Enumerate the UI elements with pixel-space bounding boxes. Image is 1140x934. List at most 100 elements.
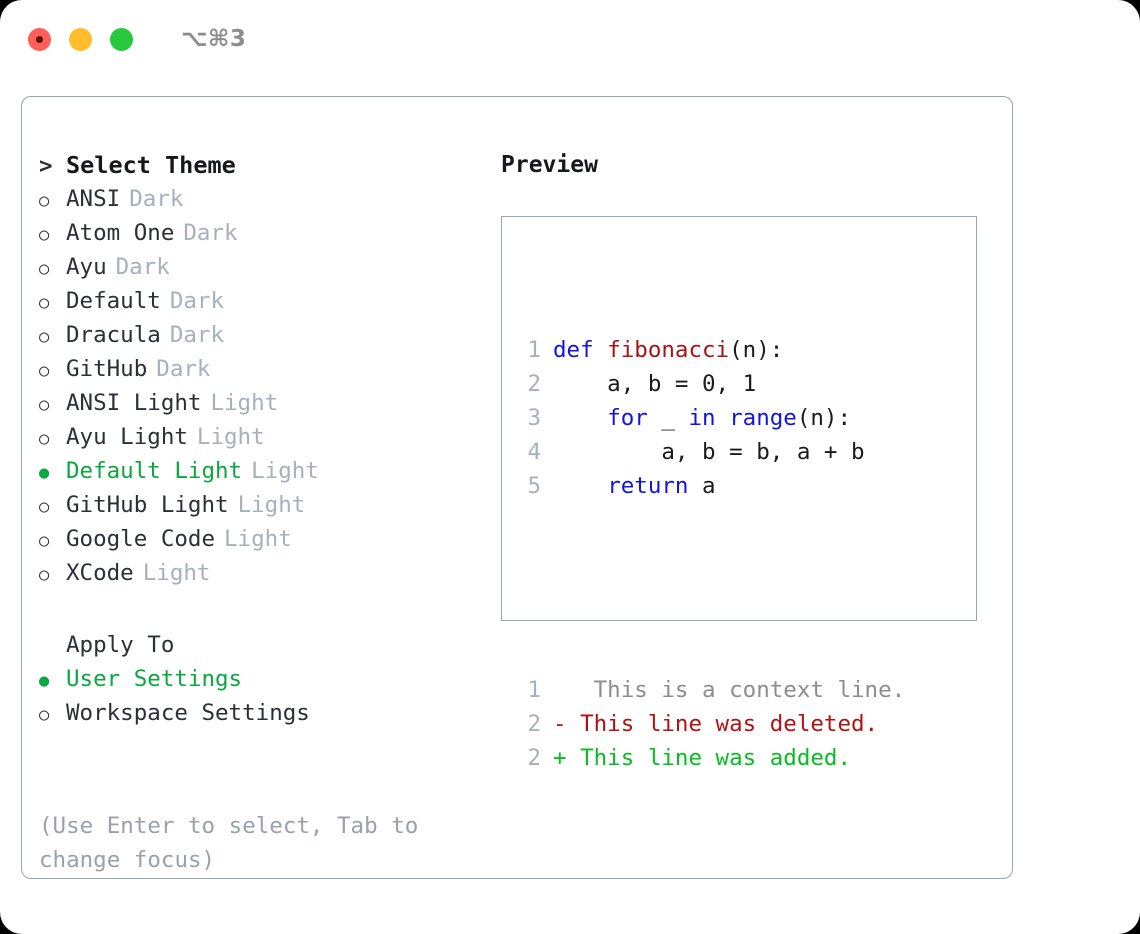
theme-item-tag: Dark xyxy=(129,186,184,212)
theme-item-tag: Dark xyxy=(169,288,225,314)
apply-to-item-label: User Settings xyxy=(66,666,243,692)
radio-unselected-icon xyxy=(39,352,66,388)
diff-sign: - xyxy=(553,711,567,737)
theme-item-label: GitHub xyxy=(66,356,148,382)
theme-item-label: Default xyxy=(66,288,161,314)
code-line-text: for _ in range(n): xyxy=(553,401,851,435)
line-number: 5 xyxy=(527,473,541,499)
theme-selection-column: Select Theme ANSIDarkAtom OneDarkAyuDark… xyxy=(39,148,479,730)
theme-item-tag: Dark xyxy=(115,254,170,280)
theme-item-tag: Dark xyxy=(156,356,211,382)
keyboard-shortcut-label: ⌥⌘3 xyxy=(181,26,247,52)
code-token: range xyxy=(729,405,797,431)
diff-sign xyxy=(553,673,567,707)
theme-item-label: Ayu Light xyxy=(66,424,188,450)
code-token: return xyxy=(607,473,689,499)
code-line: 3 for _ in range(n): xyxy=(515,401,905,435)
radio-unselected-icon xyxy=(39,556,66,592)
theme-item-label: Atom One xyxy=(66,220,175,246)
radio-unselected-icon xyxy=(39,420,66,456)
theme-item-tag: Light xyxy=(237,492,306,518)
code-token: (n): xyxy=(796,405,852,431)
code-token: (n): xyxy=(729,337,784,363)
theme-item-label: Google Code xyxy=(66,526,216,552)
radio-unselected-icon xyxy=(39,216,66,252)
apply-to-list: User SettingsWorkspace Settings xyxy=(39,662,479,730)
theme-item-label: ANSI xyxy=(66,186,121,212)
select-theme-heading-label: Select Theme xyxy=(66,151,236,179)
theme-item[interactable]: GitHub Light Light xyxy=(39,488,479,522)
radio-unselected-icon xyxy=(39,182,66,218)
title-bar: ⌥⌘3 xyxy=(0,0,1140,78)
theme-item[interactable]: Ayu Light Light xyxy=(39,420,479,454)
diff-block: 1 This is a context line.2- This line wa… xyxy=(515,673,905,775)
theme-item[interactable]: ANSI Dark xyxy=(39,182,479,216)
diff-line-text: This is a context line. xyxy=(566,677,906,703)
apply-to-heading: Apply To xyxy=(39,628,479,662)
line-number: 3 xyxy=(527,405,541,431)
code-line-text: return a xyxy=(553,469,715,503)
theme-item-tag: Dark xyxy=(169,322,225,348)
code-token: fibonacci xyxy=(607,337,730,363)
code-token xyxy=(553,405,607,431)
radio-selected-icon xyxy=(39,662,66,698)
diff-line: 2+ This line was added. xyxy=(515,741,905,775)
code-line: 5 return a xyxy=(515,469,905,503)
theme-item-label: GitHub Light xyxy=(66,492,229,518)
line-number: 2 xyxy=(527,371,541,397)
radio-selected-icon xyxy=(39,454,66,490)
radio-unselected-icon xyxy=(39,284,66,320)
theme-item-tag: Light xyxy=(224,526,292,552)
preview-heading: Preview xyxy=(501,152,598,178)
code-token: a, b = b, a + b xyxy=(553,439,865,465)
close-button[interactable] xyxy=(28,27,51,51)
theme-item-label: ANSI Light xyxy=(66,390,202,416)
zoom-button[interactable] xyxy=(110,27,133,51)
radio-unselected-icon xyxy=(39,386,66,422)
keyboard-hint: (Use Enter to select, Tab to change focu… xyxy=(39,813,419,873)
diff-line: 1 This is a context line. xyxy=(515,673,905,707)
code-token: def xyxy=(553,337,608,363)
apply-to-item[interactable]: User Settings xyxy=(39,662,479,696)
apply-to-item-label: Workspace Settings xyxy=(66,700,310,726)
theme-item-label: XCode xyxy=(66,560,134,586)
minimize-button[interactable] xyxy=(69,27,92,51)
diff-line-text: This line was added. xyxy=(566,745,852,771)
code-line-text: def fibonacci(n): xyxy=(553,333,783,367)
diff-sign: + xyxy=(553,745,567,771)
theme-item-tag: Dark xyxy=(183,220,238,246)
code-blank-line xyxy=(515,571,905,605)
line-number: 1 xyxy=(527,337,541,363)
theme-item-label: Dracula xyxy=(66,322,161,348)
caret-icon xyxy=(39,149,66,183)
line-number: 2 xyxy=(527,711,541,737)
diff-line-text: This line was deleted. xyxy=(566,711,879,737)
code-line: 2 a, b = 0, 1 xyxy=(515,367,905,401)
diff-line: 2- This line was deleted. xyxy=(515,707,905,741)
apply-to-item[interactable]: Workspace Settings xyxy=(39,696,479,730)
code-token: for xyxy=(607,405,648,431)
theme-item-tag: Light xyxy=(196,424,265,450)
radio-unselected-icon xyxy=(39,250,66,286)
blank-marker-icon xyxy=(39,628,66,662)
code-line-text: a, b = b, a + b xyxy=(553,435,865,469)
radio-unselected-icon xyxy=(39,488,66,524)
code-token: _ xyxy=(647,405,689,431)
theme-item[interactable]: GitHub Dark xyxy=(39,352,479,386)
theme-item[interactable]: Atom One Dark xyxy=(39,216,479,250)
traffic-light-group xyxy=(28,27,133,51)
theme-item-tag: Light xyxy=(251,458,319,484)
radio-unselected-icon xyxy=(39,522,66,558)
theme-item[interactable]: Default Dark xyxy=(39,284,479,318)
theme-item[interactable]: Dracula Dark xyxy=(39,318,479,352)
line-number: 4 xyxy=(527,439,541,465)
code-line-text: a, b = 0, 1 xyxy=(553,367,756,401)
theme-item[interactable]: Google Code Light xyxy=(39,522,479,556)
